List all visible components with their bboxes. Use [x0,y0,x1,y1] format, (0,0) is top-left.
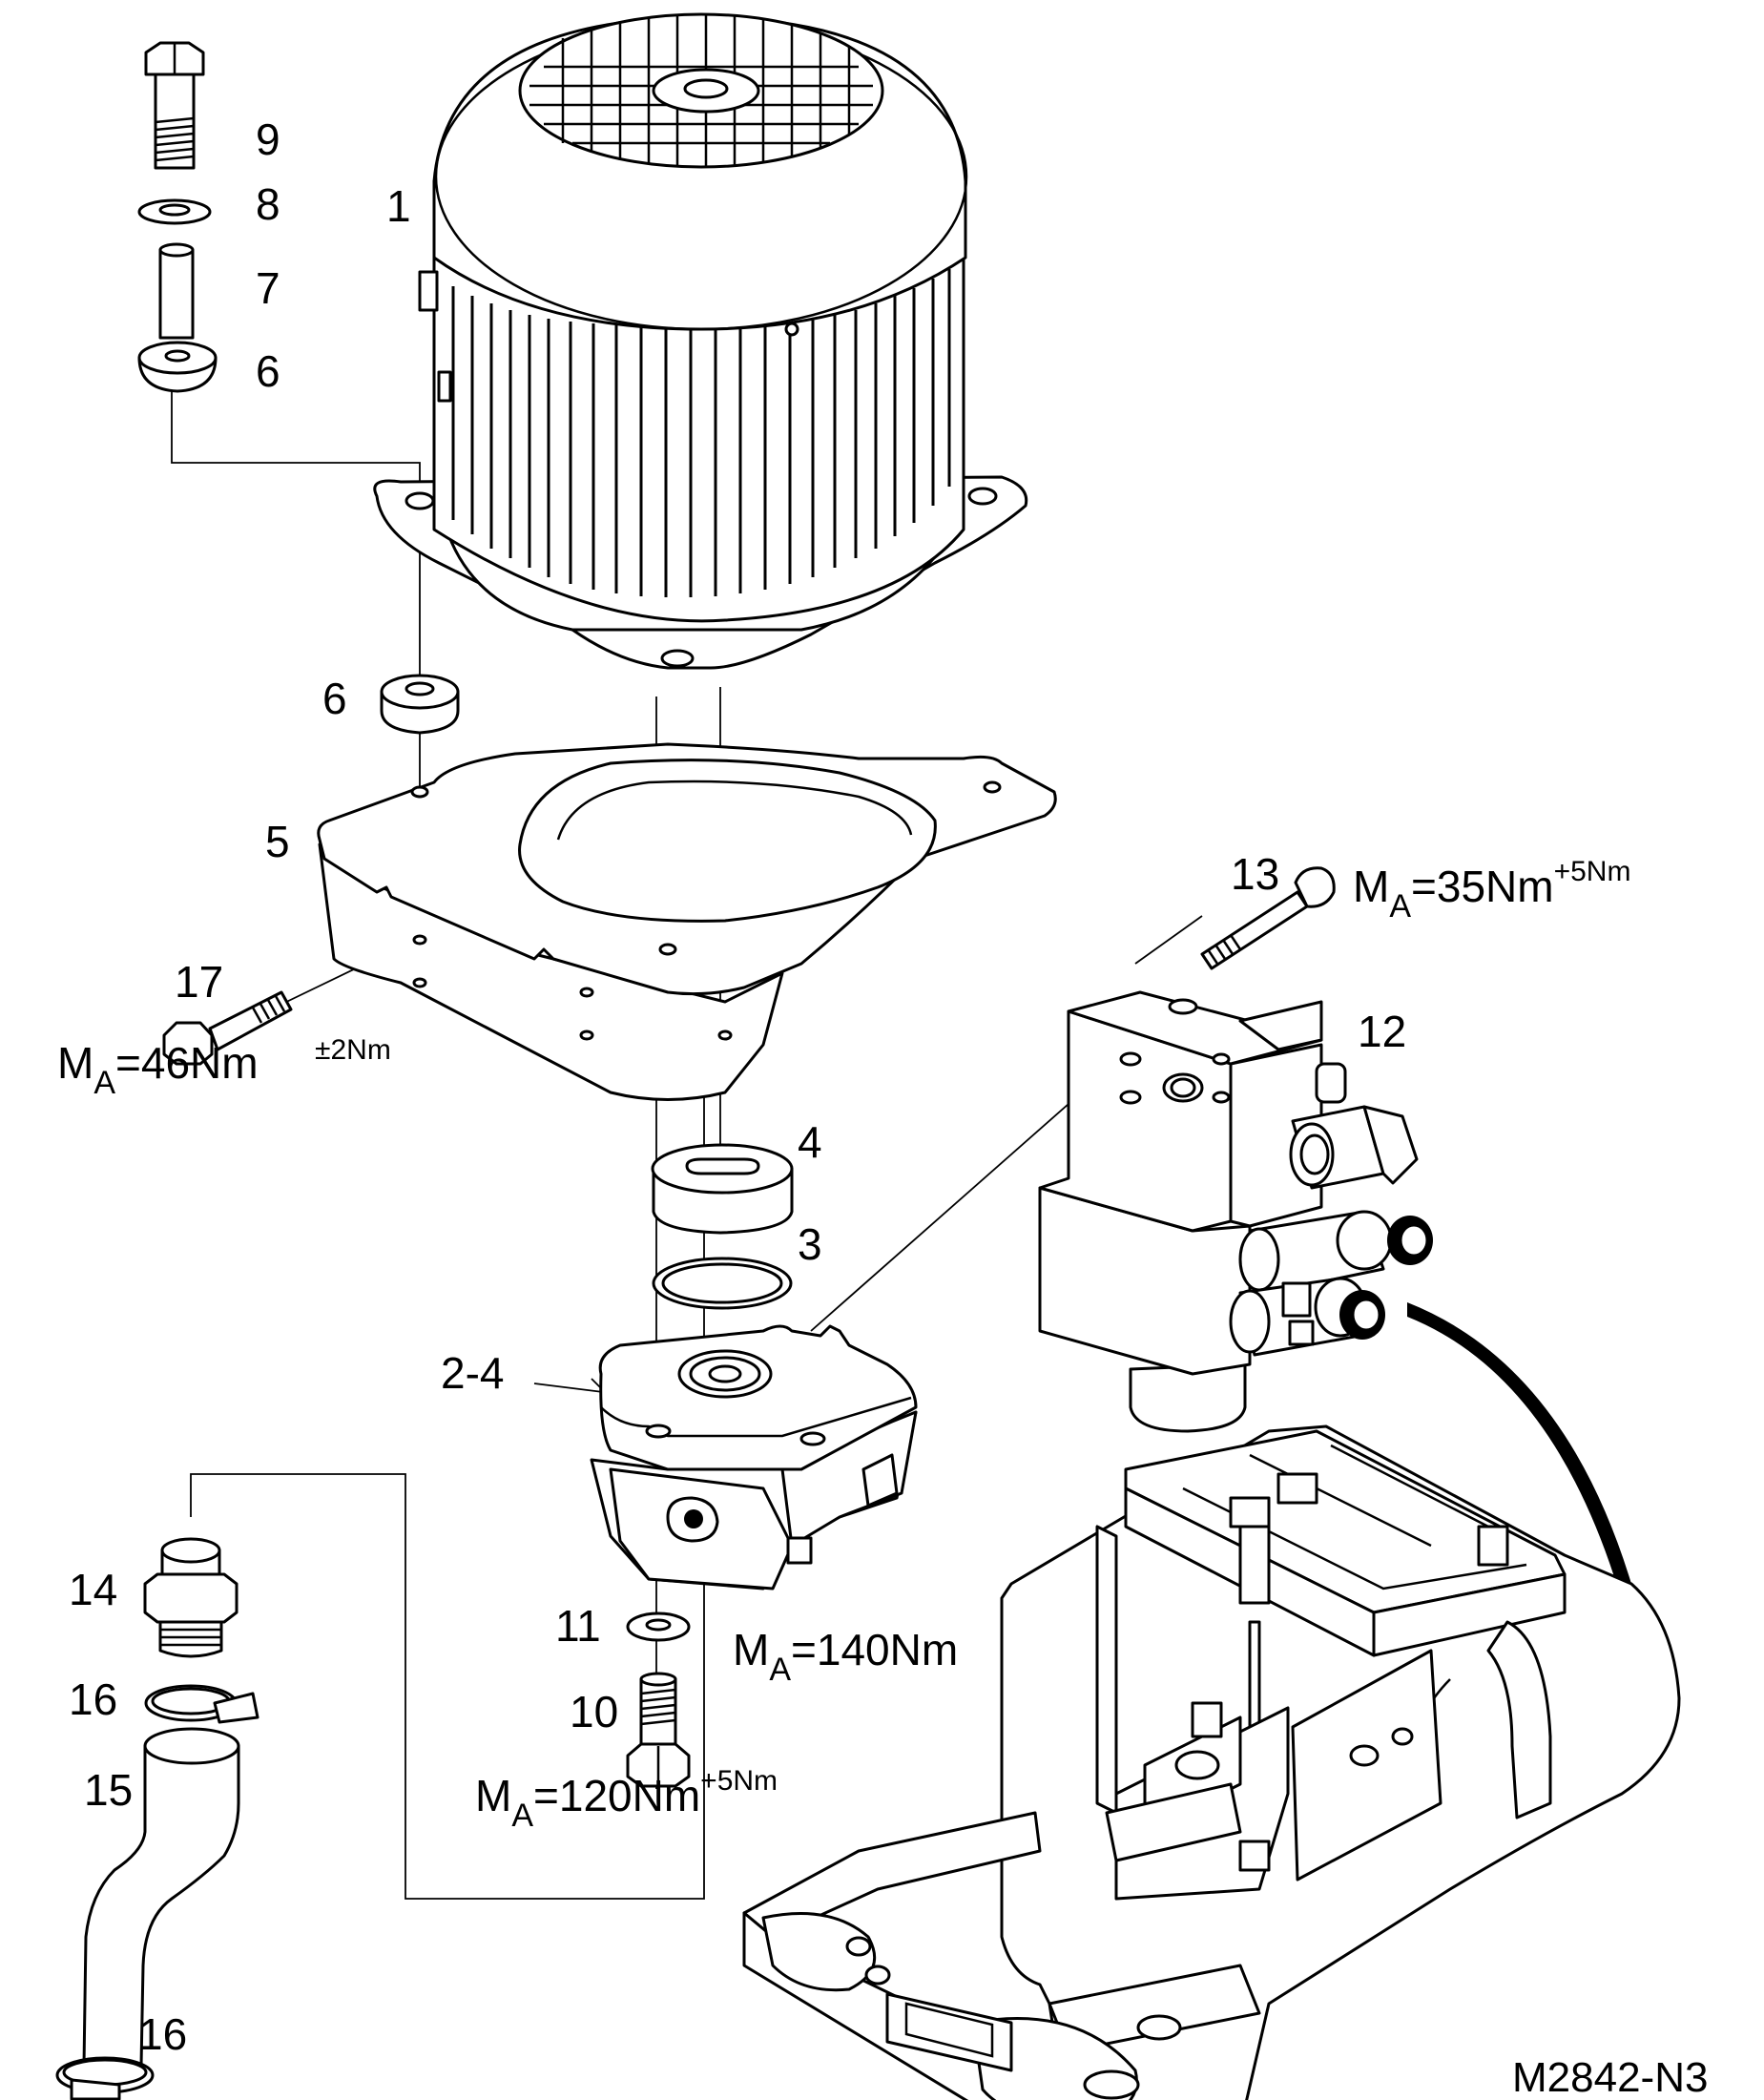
part-8-washer [137,198,212,225]
motor-cooling-fins [451,269,951,597]
part-7-sleeve [158,242,195,340]
label-part-6-top: 6 [256,346,280,396]
label-part-7: 7 [256,263,280,313]
label-part-10: 10 [570,1687,618,1736]
label-part-2-4: 2-4 [441,1348,504,1398]
torque-13-tol: +5Nm [1554,856,1631,887]
torque-spec-pump: MA=140Nm [733,1625,958,1688]
part-14-fitting [143,1537,239,1658]
torque-13-value: =35Nm [1411,862,1554,911]
part-13-bolt [1200,866,1336,970]
torque-17-value: =46Nm [115,1038,259,1088]
part-5-bracket [317,742,1057,1101]
torque-13-sub: A [1389,888,1411,925]
torque-pump-sub: A [769,1652,791,1688]
torque-spec-13: MA=35Nm+5Nm [1353,856,1630,925]
part-12-valve-block [1038,990,1433,1433]
part-1-motor [373,12,1028,670]
part-2-4-pump [590,1324,918,1591]
label-part-13: 13 [1231,849,1279,899]
label-part-14: 14 [69,1565,117,1614]
label-part-5: 5 [265,817,290,866]
part-17-bolt [162,990,293,1066]
part-16-top-clamp [144,1684,259,1724]
label-part-1: 1 [386,181,411,231]
drawing-code: M2842-N3 [1512,2054,1708,2100]
fan-grille [518,12,884,169]
truck-chassis-frame [742,1424,1681,2100]
label-part-15: 15 [84,1765,133,1815]
part-3-o-ring [652,1257,793,1310]
svg-text:MA=46Nm: MA=46Nm [57,1038,259,1101]
torque-10-tol: +5Nm [700,1765,778,1797]
torque-10-value: =120Nm [533,1771,700,1820]
label-part-16-bottom: 16 [138,2009,187,2059]
svg-text:MA=35Nm+5Nm: MA=35Nm+5Nm [1353,856,1630,925]
torque-10-m: M [475,1771,511,1820]
torque-17-m: M [57,1038,93,1088]
label-part-9: 9 [256,114,280,164]
part-number-labels: 9 8 7 6 1 6 5 17 4 3 2-4 11 10 13 12 14 … [69,114,1406,2059]
install-location-arrow [1407,1302,1631,1586]
label-part-8: 8 [256,179,280,229]
label-part-4: 4 [798,1117,822,1167]
part-16-bottom-clamp [55,2056,155,2100]
svg-text:MA=120Nm+5Nm: MA=120Nm+5Nm [475,1765,778,1834]
part-6-top-mount [137,341,218,393]
torque-13-m: M [1353,862,1389,911]
torque-pump-value: =140Nm [791,1625,958,1674]
torque-spec-10: MA=120Nm+5Nm [475,1765,778,1834]
part-10-bolt [626,1672,691,1788]
label-part-12: 12 [1358,1007,1406,1056]
label-part-3: 3 [798,1219,822,1269]
part-11-washer [626,1611,691,1642]
part-15-hose [82,1727,240,2068]
label-part-6-mid: 6 [322,674,347,723]
torque-17-tol: ±2Nm [315,1034,391,1066]
part-6-mid-mount [380,674,460,735]
part-4-coupling [651,1143,794,1235]
part-9-bolt [144,41,205,170]
torque-pump-m: M [733,1625,769,1674]
label-part-16-top: 16 [69,1674,117,1724]
label-part-11: 11 [555,1601,601,1651]
torque-10-sub: A [511,1798,533,1834]
svg-text:MA=140Nm: MA=140Nm [733,1625,958,1688]
torque-spec-17: MA=46Nm ±2Nm [57,1034,391,1101]
torque-17-sub: A [93,1065,115,1101]
label-part-17: 17 [175,957,223,1007]
